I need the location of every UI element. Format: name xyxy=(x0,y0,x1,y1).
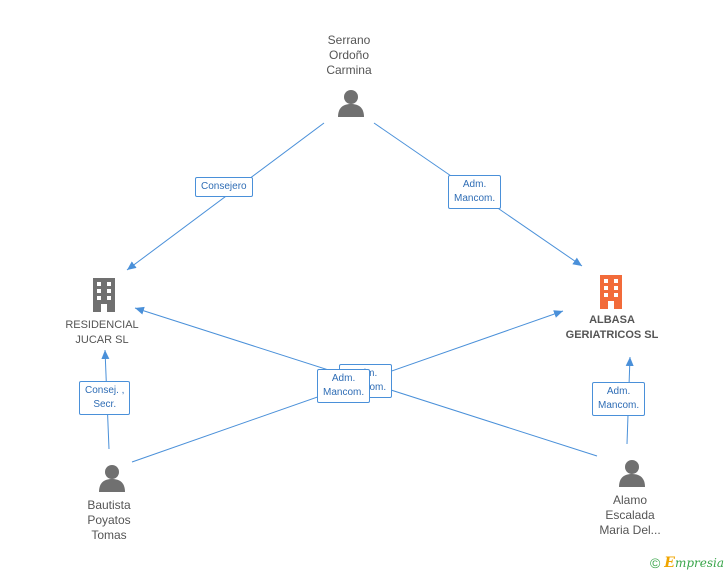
person-icon[interactable] xyxy=(617,458,647,488)
edge-label-adm-mancom-serrano: Adm. Mancom. xyxy=(448,175,502,209)
edge-label-adm-mancom-front: Adm. Mancom. xyxy=(317,369,371,403)
footer-brand: © Empresia xyxy=(650,555,724,571)
building-icon-highlighted[interactable] xyxy=(596,275,626,309)
building-icon[interactable] xyxy=(89,278,119,312)
node-label-alamo[interactable]: Alamo Escalada Maria Del... xyxy=(599,493,661,537)
node-label-serrano[interactable]: Serrano Ordoño Carmina xyxy=(326,33,372,77)
edge-label-consej-secr: Consej. , Secr. xyxy=(79,381,131,415)
node-label-bautista[interactable]: Bautista Poyatos Tomas xyxy=(87,498,131,542)
edge-label-consejero: Consejero xyxy=(195,177,253,197)
copyright-icon: © xyxy=(649,555,661,571)
node-label-albasa[interactable]: ALBASA GERIATRICOS SL xyxy=(565,314,659,341)
person-icon[interactable] xyxy=(336,88,366,118)
brand-logo: Empresia xyxy=(664,555,724,571)
node-label-residencial[interactable]: RESIDENCIAL JUCAR SL xyxy=(65,319,139,346)
person-icon[interactable] xyxy=(97,463,127,493)
edge-label-adm-mancom-alamo: Adm. Mancom. xyxy=(592,382,646,416)
